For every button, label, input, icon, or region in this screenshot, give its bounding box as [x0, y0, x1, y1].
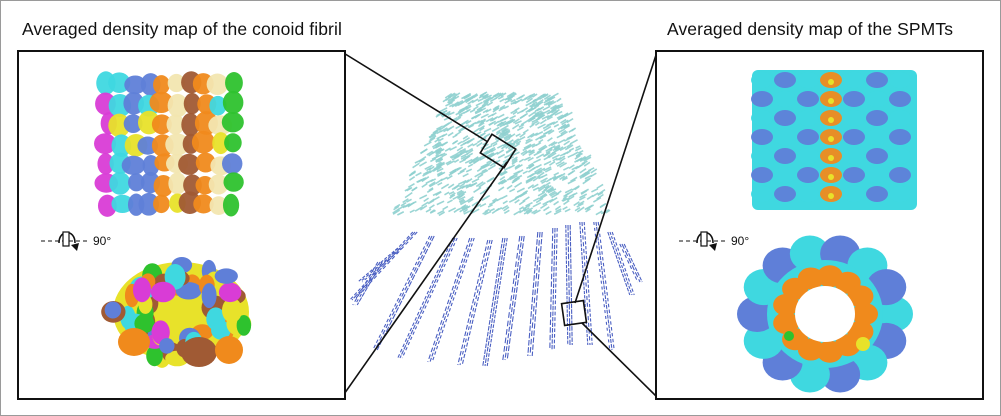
connector-line — [341, 51, 489, 143]
conoid-top-view — [101, 257, 252, 368]
rotation-arrow-icon — [679, 231, 727, 251]
rotation-label: 90° — [731, 234, 749, 248]
rotation-label: 90° — [93, 234, 111, 248]
connector-line — [341, 161, 508, 398]
conoid-zoom-box — [479, 133, 517, 169]
spmt-title: Averaged density map of the SPMTs — [667, 19, 954, 39]
conoid-fibril-title: Averaged density map of the conoid fibri… — [22, 19, 342, 39]
conoid-density-cloud — [392, 91, 611, 217]
rotation-arrow-icon — [41, 231, 89, 251]
spmt-side-view — [751, 70, 917, 210]
spmt-maps: 90° — [679, 70, 917, 393]
spmt-zoom-box — [560, 299, 588, 327]
conoid-fibril-maps: 90° — [41, 71, 252, 368]
connector-line — [574, 51, 658, 304]
conoid-side-view — [94, 71, 244, 217]
spmt-ring-view — [737, 235, 913, 393]
connector-line — [581, 322, 658, 398]
conoid-fibril-panel: 90° — [17, 50, 346, 400]
spmt-filament-lines — [349, 221, 643, 367]
spmt-panel: 90° — [655, 50, 984, 400]
